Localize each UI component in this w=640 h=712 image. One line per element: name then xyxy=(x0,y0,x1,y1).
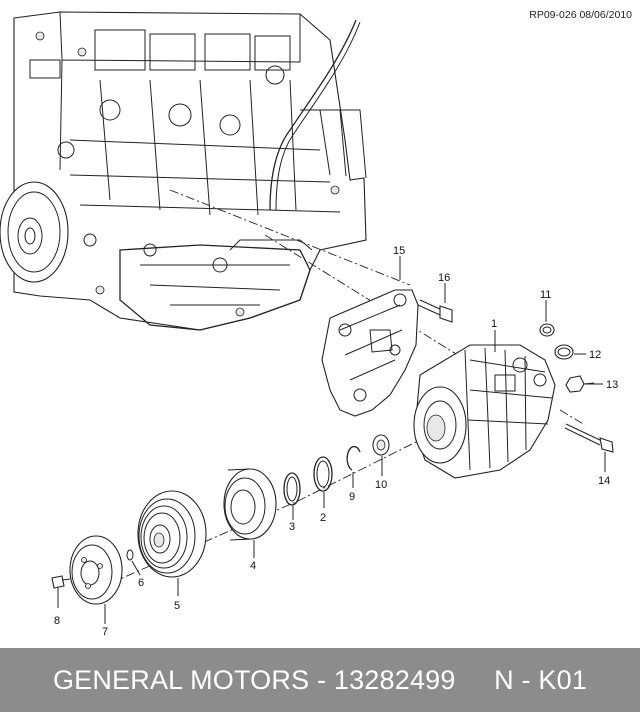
leader-lines xyxy=(57,256,606,624)
callout-14: 14 xyxy=(598,475,610,487)
callout-13: 13 xyxy=(606,379,618,391)
ac-compressor xyxy=(413,344,556,479)
clutch-plate-7 xyxy=(69,535,123,605)
callout-1: 1 xyxy=(491,318,497,330)
seal-10 xyxy=(372,434,390,456)
shim-ring-3 xyxy=(283,472,301,506)
callout-10: 10 xyxy=(375,479,387,491)
reference-code: RP09-026 08/06/2010 xyxy=(529,9,632,21)
snap-ring-9 xyxy=(346,445,361,471)
bolt-16 xyxy=(417,299,453,323)
callout-4: 4 xyxy=(250,560,256,572)
bolt-8 xyxy=(51,575,71,589)
o-ring-11 xyxy=(539,323,555,337)
callout-2: 2 xyxy=(320,512,326,524)
callout-labels: 1 2 3 4 5 6 7 8 9 10 11 12 13 14 15 16 xyxy=(54,245,618,638)
callout-5: 5 xyxy=(174,600,180,612)
shim-6 xyxy=(126,549,134,561)
diagram-drawing: 1 2 3 4 5 6 7 8 9 10 11 12 13 14 15 16 xyxy=(0,11,618,638)
callout-16: 16 xyxy=(438,272,450,284)
footer-bar: GENERAL MOTORS - 13282499 N - K01 xyxy=(0,648,640,712)
exploded-parts-diagram: RP09-026 08/06/2010 xyxy=(0,9,632,638)
callout-9: 9 xyxy=(349,491,355,503)
snap-ring-2 xyxy=(313,456,333,492)
callout-12: 12 xyxy=(589,349,601,361)
engine-block xyxy=(0,11,367,331)
bolt-14 xyxy=(564,423,614,453)
o-ring-12 xyxy=(554,344,574,360)
callout-6: 6 xyxy=(138,577,144,589)
callout-7: 7 xyxy=(102,626,108,638)
callout-3: 3 xyxy=(289,521,295,533)
callout-15: 15 xyxy=(393,245,405,257)
mounting-bracket xyxy=(321,289,419,417)
callout-11: 11 xyxy=(540,289,551,301)
pulley-5 xyxy=(137,490,207,578)
part-number-caption: GENERAL MOTORS - 13282499 N - K01 xyxy=(52,665,588,695)
clutch-coil-4 xyxy=(223,468,277,541)
callout-8: 8 xyxy=(54,615,60,627)
